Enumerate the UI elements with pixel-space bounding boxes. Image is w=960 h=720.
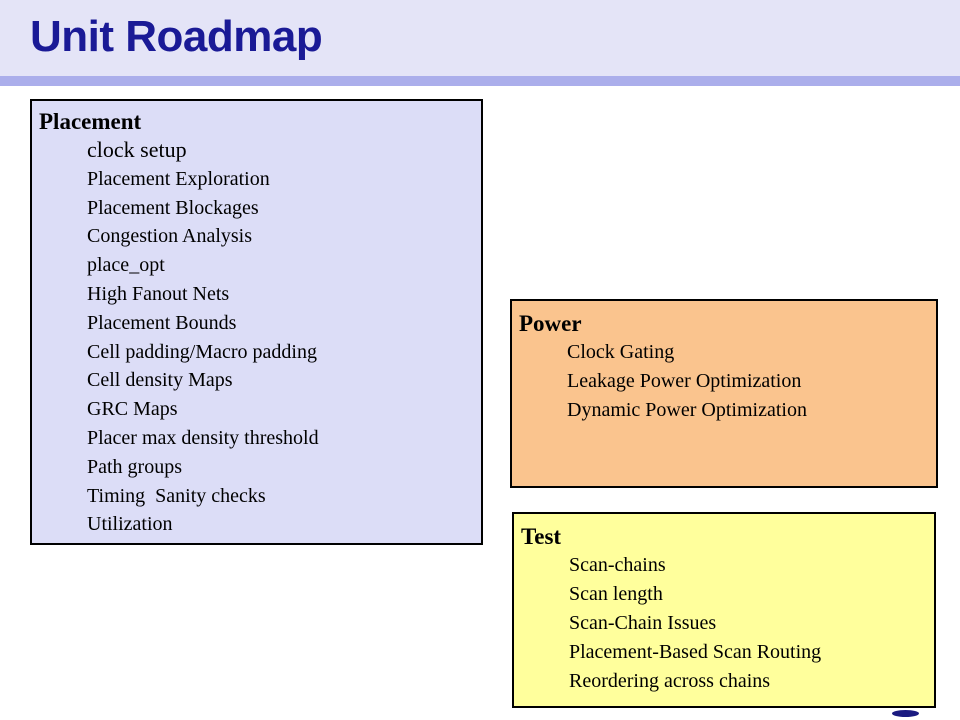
list-item: Clock Gating: [567, 341, 675, 363]
decorative-ellipse-icon: [892, 710, 919, 717]
power-box-title: Power: [519, 311, 582, 336]
placement-box-title: Placement: [39, 109, 142, 134]
page-title: Unit Roadmap: [30, 12, 323, 61]
list-item: Scan-Chain Issues: [569, 612, 717, 634]
list-item: Placement-Based Scan Routing: [569, 641, 822, 663]
list-item: Placement Bounds: [87, 311, 237, 334]
list-item: Cell padding/Macro padding: [87, 340, 317, 363]
test-box: Test Scan-chains Scan length Scan-Chain …: [512, 512, 936, 708]
list-item: Cell density Maps: [87, 369, 233, 392]
placement-item-list: clock setup Placement Exploration Placem…: [32, 136, 481, 539]
list-item: place_opt: [87, 254, 165, 277]
list-item: Placement Blockages: [87, 196, 259, 219]
test-item-list: Scan-chains Scan length Scan-Chain Issue…: [514, 551, 934, 696]
test-box-title: Test: [521, 524, 562, 549]
list-item: High Fanout Nets: [87, 282, 230, 305]
placement-box: Placement clock setup Placement Explorat…: [30, 99, 483, 545]
list-item: Scan length: [569, 583, 663, 605]
list-item: clock setup: [87, 137, 187, 162]
list-item: Leakage Power Optimization: [567, 370, 802, 392]
power-item-list: Clock Gating Leakage Power Optimization …: [512, 338, 936, 425]
power-box: Power Clock Gating Leakage Power Optimiz…: [510, 299, 938, 488]
list-item: Placement Exploration: [87, 167, 270, 190]
list-item: Dynamic Power Optimization: [567, 399, 807, 421]
title-divider-bar: [0, 76, 960, 86]
slide-header: Unit Roadmap: [0, 0, 960, 76]
list-item: Utilization: [87, 513, 173, 536]
list-item: Placer max density threshold: [87, 426, 319, 449]
list-item: Timing Sanity checks: [87, 484, 266, 507]
list-item: Scan-chains: [569, 554, 666, 576]
list-item: Reordering across chains: [569, 670, 771, 692]
list-item: Path groups: [87, 455, 182, 478]
list-item: GRC Maps: [87, 398, 178, 421]
list-item: Congestion Analysis: [87, 225, 253, 248]
